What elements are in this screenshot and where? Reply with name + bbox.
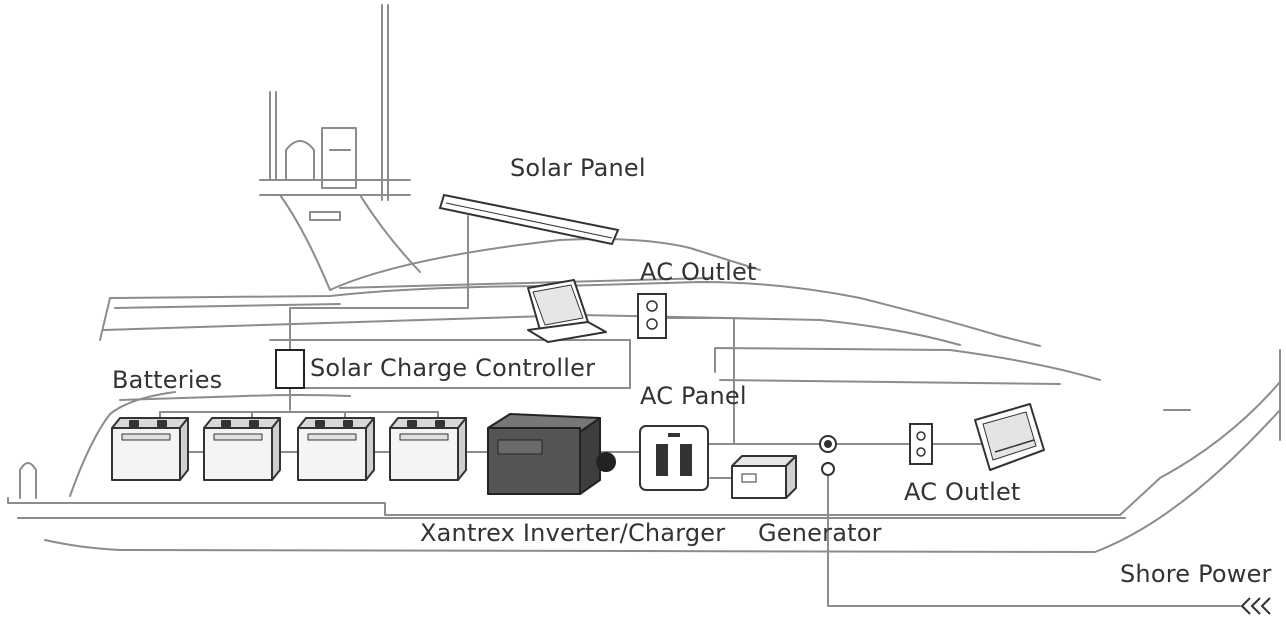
ac-outlet-top-icon xyxy=(638,294,666,338)
remote-display-icon xyxy=(975,404,1044,470)
ac-panel-label: AC Panel xyxy=(640,384,747,408)
solar-panel-icon xyxy=(440,195,618,244)
ac-panel-icon xyxy=(640,426,708,490)
battery-4-icon xyxy=(390,418,466,480)
shore-power-label: Shore Power xyxy=(1120,562,1272,586)
generator-icon xyxy=(732,456,796,498)
battery-3-icon xyxy=(298,418,374,480)
batteries-label: Batteries xyxy=(112,368,222,392)
superstructure xyxy=(100,282,1100,400)
ac-outlet-right-icon xyxy=(910,424,932,464)
ac-outlet-top-label: AC Outlet xyxy=(640,260,757,284)
ac-outlet-right-label: AC Outlet xyxy=(904,480,1021,504)
charge-controller-icon xyxy=(276,350,304,388)
solar-charge-controller-label: Solar Charge Controller xyxy=(310,356,595,380)
inverter-charger-label: Xantrex Inverter/Charger xyxy=(420,521,725,545)
solar-panel-label: Solar Panel xyxy=(510,156,646,180)
laptop-icon xyxy=(528,280,606,342)
shore-power-arrow-icon xyxy=(1242,598,1270,614)
battery-2-icon xyxy=(204,418,280,480)
mast xyxy=(260,5,410,220)
inverter-charger-icon xyxy=(488,414,615,494)
battery-1-icon xyxy=(112,418,188,480)
shore-power-connector-icon xyxy=(820,436,836,475)
generator-label: Generator xyxy=(758,521,882,545)
